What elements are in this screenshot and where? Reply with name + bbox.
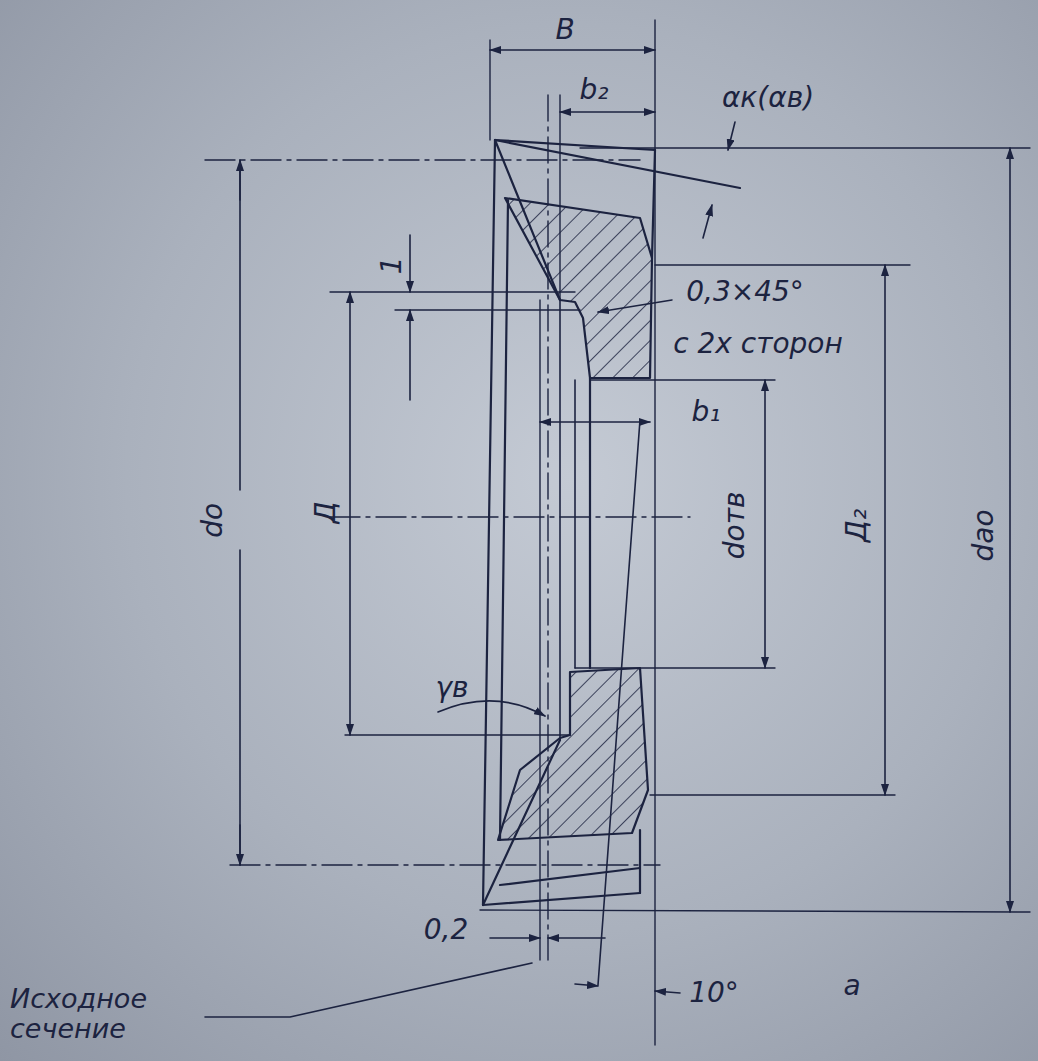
dimension-line (239, 160, 241, 865)
dimension-arrow (239, 825, 241, 865)
tooth-flank (495, 140, 740, 188)
note-text: 0,3×45° (686, 277, 804, 308)
dimension-label: Д₂ (843, 508, 874, 541)
section-upper (505, 198, 652, 378)
angle-arrow (575, 984, 598, 986)
extension-line (230, 864, 660, 865)
angle-arrow (703, 205, 712, 238)
outline-group (205, 20, 1030, 1045)
extension-line (590, 379, 775, 380)
dimension-arrow (409, 235, 411, 292)
dimension-label: Д (311, 501, 342, 523)
angle-label: αк(αв) (722, 83, 814, 114)
dimension-arrow (239, 160, 241, 200)
dimension-line (764, 380, 766, 668)
extension-line (559, 95, 560, 300)
front-face-inner (500, 200, 508, 840)
extension-line (580, 147, 1030, 148)
extension-line (655, 264, 910, 265)
section-line (539, 300, 540, 960)
extension-line (575, 667, 775, 668)
dimension-label: dотв (721, 491, 752, 559)
dimension-label: dо (198, 503, 229, 538)
extension-line (205, 159, 640, 160)
dimension-line (884, 265, 886, 795)
angle-label: 10° (689, 978, 739, 1009)
dimension-line (1009, 148, 1011, 912)
angle-label: γв (435, 673, 468, 704)
dimension-line (349, 292, 351, 735)
front-face (483, 140, 495, 905)
extension-line (480, 910, 1030, 912)
extension-line (650, 794, 895, 795)
extension-line (489, 40, 490, 140)
dimension-label: dао (969, 509, 1000, 561)
leader-line (598, 300, 672, 312)
axis-line (330, 516, 690, 517)
dimension-label: 1 (377, 256, 408, 274)
extension-line (395, 309, 580, 310)
extension-line (330, 291, 575, 292)
angle-arrow (728, 122, 735, 150)
rake-top (495, 140, 560, 300)
tooth-bottom (483, 893, 640, 905)
dimension-arrow (490, 937, 540, 939)
section-note: Исходное сечение (10, 984, 190, 1043)
dimension-line (490, 49, 655, 51)
angle-arrow (655, 991, 680, 993)
dimension-line (540, 421, 650, 423)
step-line (559, 300, 561, 740)
dimension-arrow (409, 310, 411, 400)
back-face-bottom (639, 830, 641, 893)
dimension-label: В (555, 15, 574, 46)
extension-line (654, 20, 655, 1045)
dimension-label: b₂ (580, 75, 609, 106)
note-text: с 2х сторон (673, 329, 843, 360)
leader-line (205, 963, 532, 1017)
bore-line (574, 380, 576, 668)
figure-letter: а (843, 971, 860, 1002)
section-lower (498, 668, 648, 840)
initial-section-line (547, 95, 548, 960)
extension-line (345, 734, 570, 735)
dimension-label: 0,2 (424, 915, 469, 946)
tooth-flank-bottom (500, 868, 640, 885)
inclined-line (598, 420, 640, 985)
dimension-arrow (548, 937, 605, 939)
dimension-label: b₁ (692, 397, 721, 428)
dimension-line (560, 111, 655, 113)
